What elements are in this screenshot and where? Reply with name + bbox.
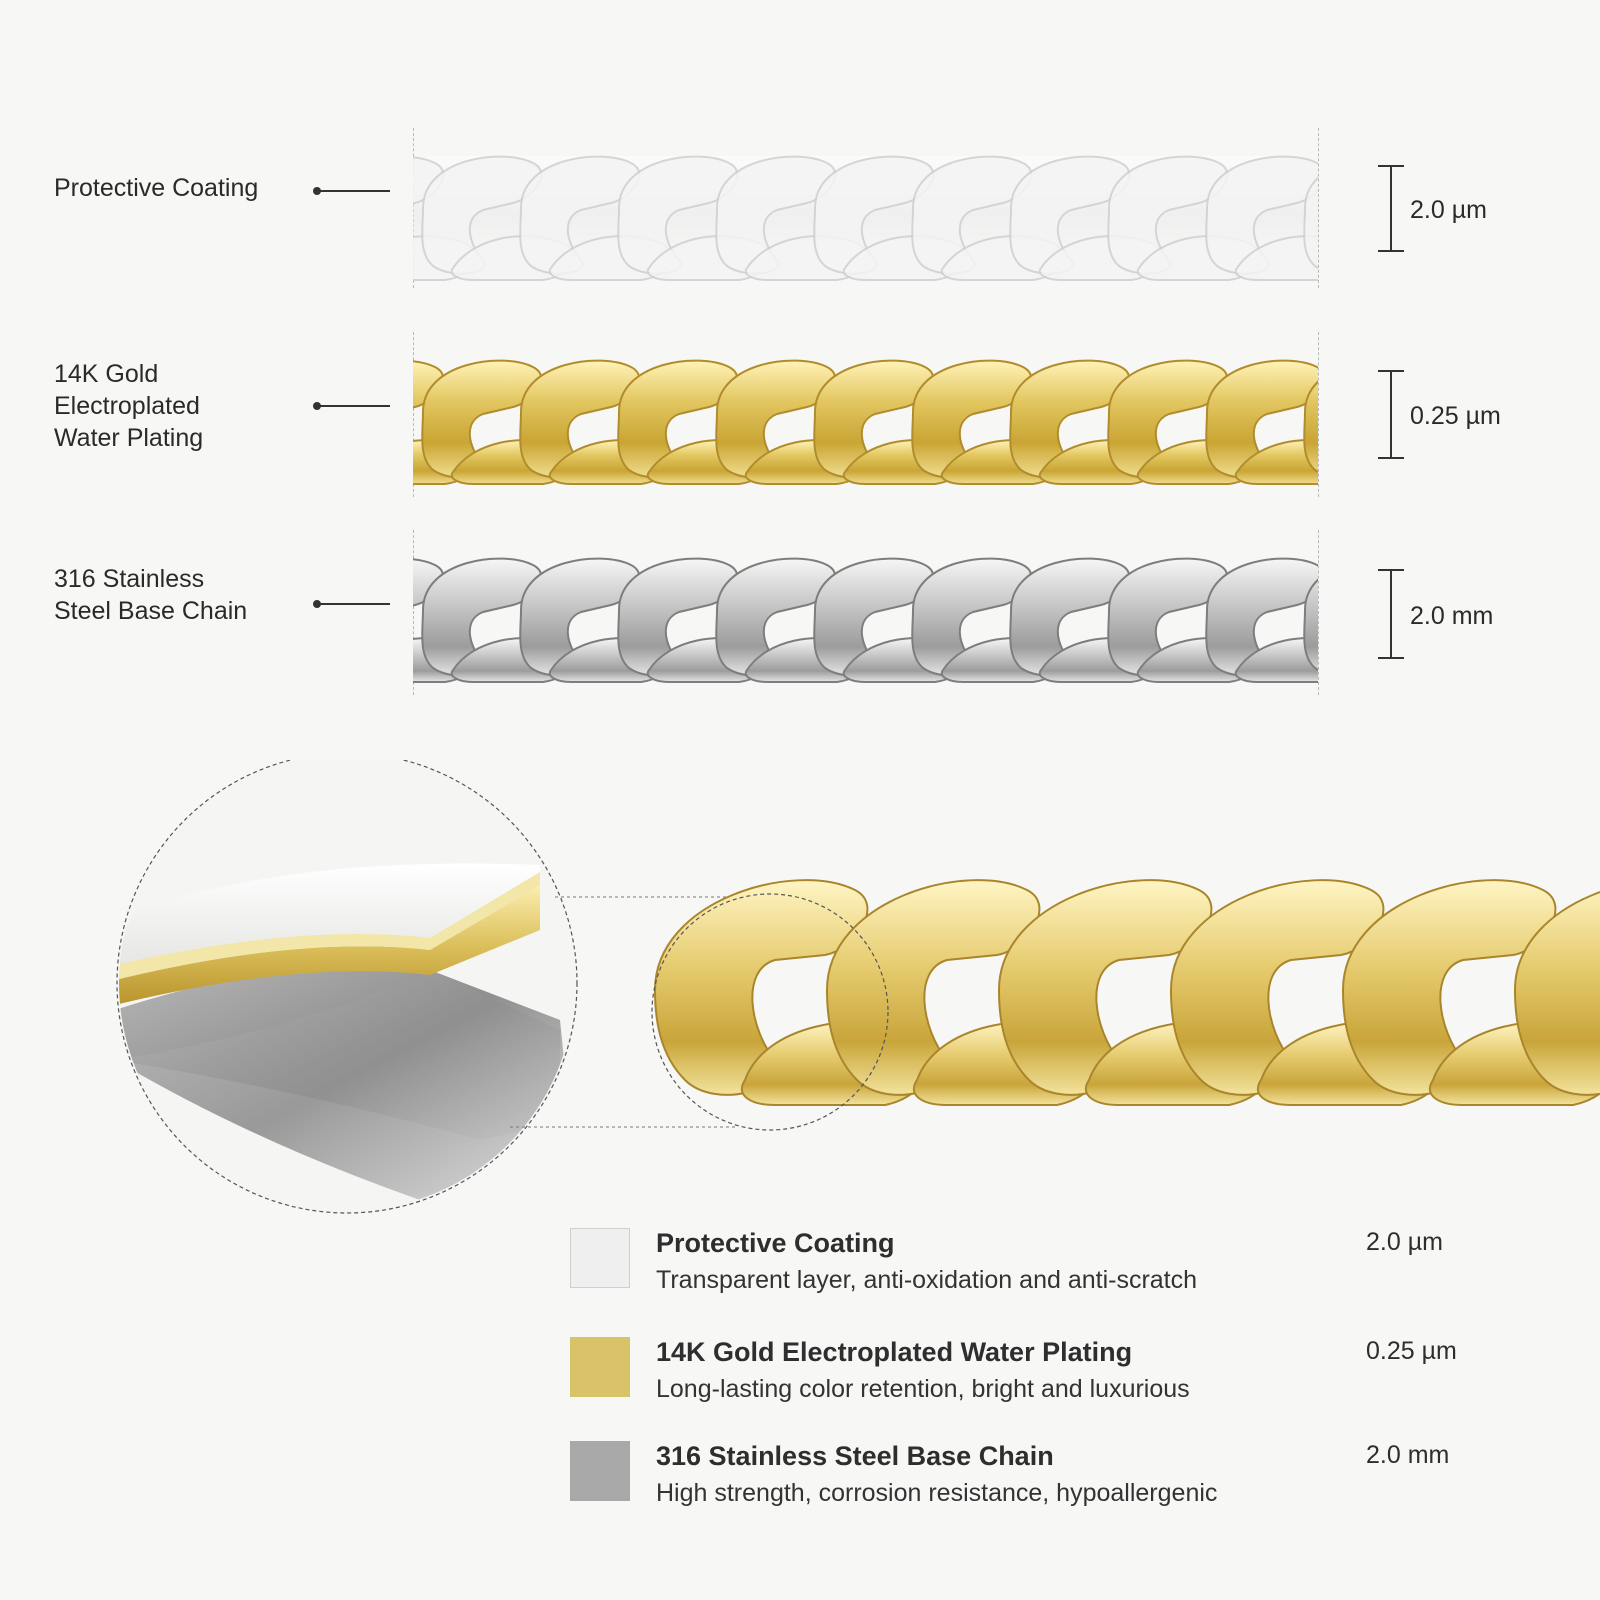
gold-chain-svg <box>413 359 1318 485</box>
gold-links <box>413 359 1318 485</box>
steel-links <box>413 557 1318 683</box>
large-gold-chain <box>653 879 1600 1106</box>
layer-label-coating: Protective Coating <box>54 174 259 202</box>
thickness-bracket-gold <box>1378 370 1404 459</box>
legend-desc-steel: High strength, corrosion resistance, hyp… <box>656 1479 1218 1507</box>
swatch-gold <box>570 1337 630 1397</box>
legend-desc-gold: Long-lasting color retention, bright and… <box>656 1375 1190 1403</box>
legend-item-gold: 14K Gold Electroplated Water Plating Lon… <box>570 1337 1570 1417</box>
legend-item-coating: Protective Coating Transparent layer, an… <box>570 1228 1570 1308</box>
legend-desc-coating: Transparent layer, anti-oxidation and an… <box>656 1266 1198 1294</box>
coating-chain-svg <box>413 155 1318 281</box>
coating-links <box>413 155 1318 281</box>
guide-left-steel <box>413 530 414 695</box>
leader-line-steel <box>313 600 390 608</box>
swatch-coating <box>570 1228 630 1288</box>
guide-right-steel <box>1318 530 1319 695</box>
guide-right-gold <box>1318 332 1319 497</box>
large-chain-link <box>1513 891 1600 1096</box>
thickness-bracket-steel <box>1378 569 1404 659</box>
chain-link <box>1205 155 1318 281</box>
cross-section-svg <box>116 752 1600 1214</box>
chain-link <box>1303 578 1318 671</box>
legend-value-steel: 2.0 mm <box>1366 1441 1450 1469</box>
legend-value-coating: 2.0 µm <box>1366 1228 1443 1256</box>
guide-right-coating <box>1318 128 1319 288</box>
leader-line-gold <box>313 402 390 410</box>
chain-link <box>1205 557 1318 683</box>
leader-line-coating <box>313 187 390 195</box>
chain-image-steel <box>413 550 1318 688</box>
chain-link <box>1303 176 1318 269</box>
thickness-value-coating: 2.0 µm <box>1410 196 1487 224</box>
legend-title-coating: Protective Coating <box>656 1228 895 1258</box>
chain-image-coating <box>413 148 1318 283</box>
legend-item-steel: 316 Stainless Steel Base Chain High stre… <box>570 1441 1570 1521</box>
thickness-value-steel: 2.0 mm <box>1410 602 1494 630</box>
legend-title-gold: 14K Gold Electroplated Water Plating <box>656 1337 1133 1367</box>
thickness-value-gold: 0.25 µm <box>1410 402 1501 430</box>
layer-label-steel: 316 Stainless Steel Base Chain <box>54 565 248 625</box>
swatch-steel <box>570 1441 630 1501</box>
chain-image-gold <box>413 352 1318 490</box>
guide-left-gold <box>413 332 414 497</box>
thickness-bracket-coating <box>1378 165 1404 252</box>
legend-title-steel: 316 Stainless Steel Base Chain <box>656 1441 1054 1471</box>
steel-chain-svg <box>413 557 1318 683</box>
chain-link <box>1303 380 1318 473</box>
magnified-section <box>119 863 570 1200</box>
legend-value-gold: 0.25 µm <box>1366 1337 1457 1365</box>
chain-link <box>1205 359 1318 485</box>
layer-label-gold: 14K Gold Electroplated Water Plating <box>54 360 204 452</box>
cross-section-detail <box>0 752 1600 1240</box>
